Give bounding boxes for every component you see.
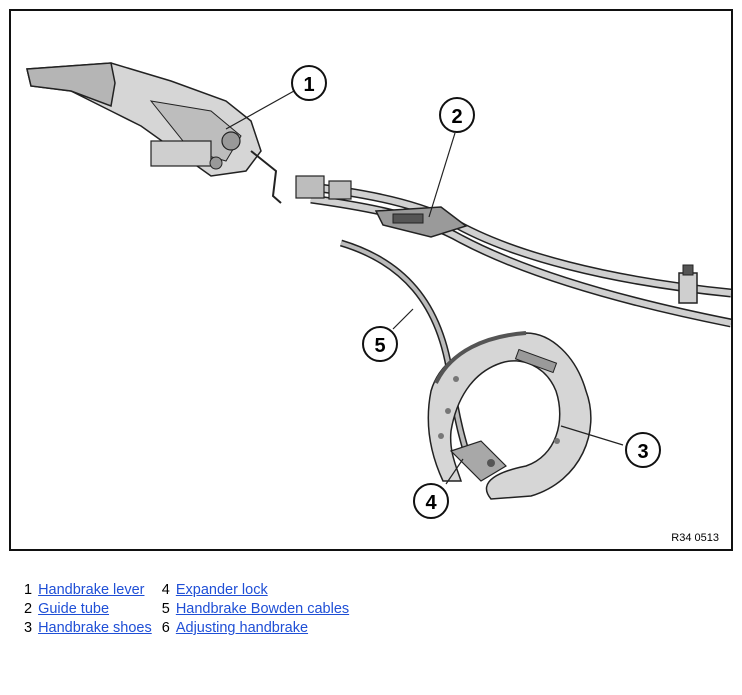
callout-5: 5 — [362, 326, 398, 362]
cable-clip — [678, 264, 698, 304]
legend-number: 3 — [24, 620, 33, 636]
link-handbrake-shoes[interactable]: Handbrake shoes — [38, 620, 152, 636]
svg-text:2: 2 — [451, 106, 462, 128]
parts-legend: 1 Handbrake lever 4 Expander lock 2 Guid… — [24, 582, 349, 639]
legend-row: 1 Handbrake lever 4 Expander lock — [24, 582, 349, 601]
legend-number: 5 — [161, 601, 170, 617]
guide-tube-cables — [300, 181, 731, 328]
callout-3: 3 — [625, 432, 661, 468]
legend-number: 1 — [24, 582, 33, 598]
legend-number: 4 — [161, 582, 170, 598]
callout-2: 2 — [439, 97, 475, 133]
callout-1: 1 — [291, 65, 327, 101]
callout-4: 4 — [413, 483, 449, 519]
diagram-figure: 1 2 3 4 5 R34 0513 — [9, 9, 733, 551]
legend-number: 2 — [24, 601, 33, 617]
svg-text:1: 1 — [303, 74, 314, 96]
expander-lock — [449, 440, 507, 482]
leader-lines — [225, 90, 624, 485]
handbrake-illustration: 1 2 3 4 5 — [26, 62, 731, 519]
legend-row: 2 Guide tube 5 Handbrake Bowden cables — [24, 601, 349, 620]
link-handbrake-lever[interactable]: Handbrake lever — [38, 582, 145, 598]
svg-text:4: 4 — [425, 492, 437, 514]
handbrake-lever — [26, 62, 352, 204]
handbrake-shoes — [427, 331, 592, 500]
link-adjusting-handbrake[interactable]: Adjusting handbrake — [175, 620, 309, 636]
link-expander-lock[interactable]: Expander lock — [175, 582, 268, 598]
legend-row: 3 Handbrake shoes 6 Adjusting handbrake — [24, 620, 349, 639]
link-handbrake-bowden-cables[interactable]: Handbrake Bowden cables — [175, 601, 350, 617]
svg-text:3: 3 — [637, 441, 648, 463]
legend-number: 6 — [161, 620, 170, 636]
figure-reference-code: R34 0513 — [671, 532, 719, 544]
svg-text:5: 5 — [374, 335, 385, 357]
link-guide-tube[interactable]: Guide tube — [38, 601, 110, 617]
